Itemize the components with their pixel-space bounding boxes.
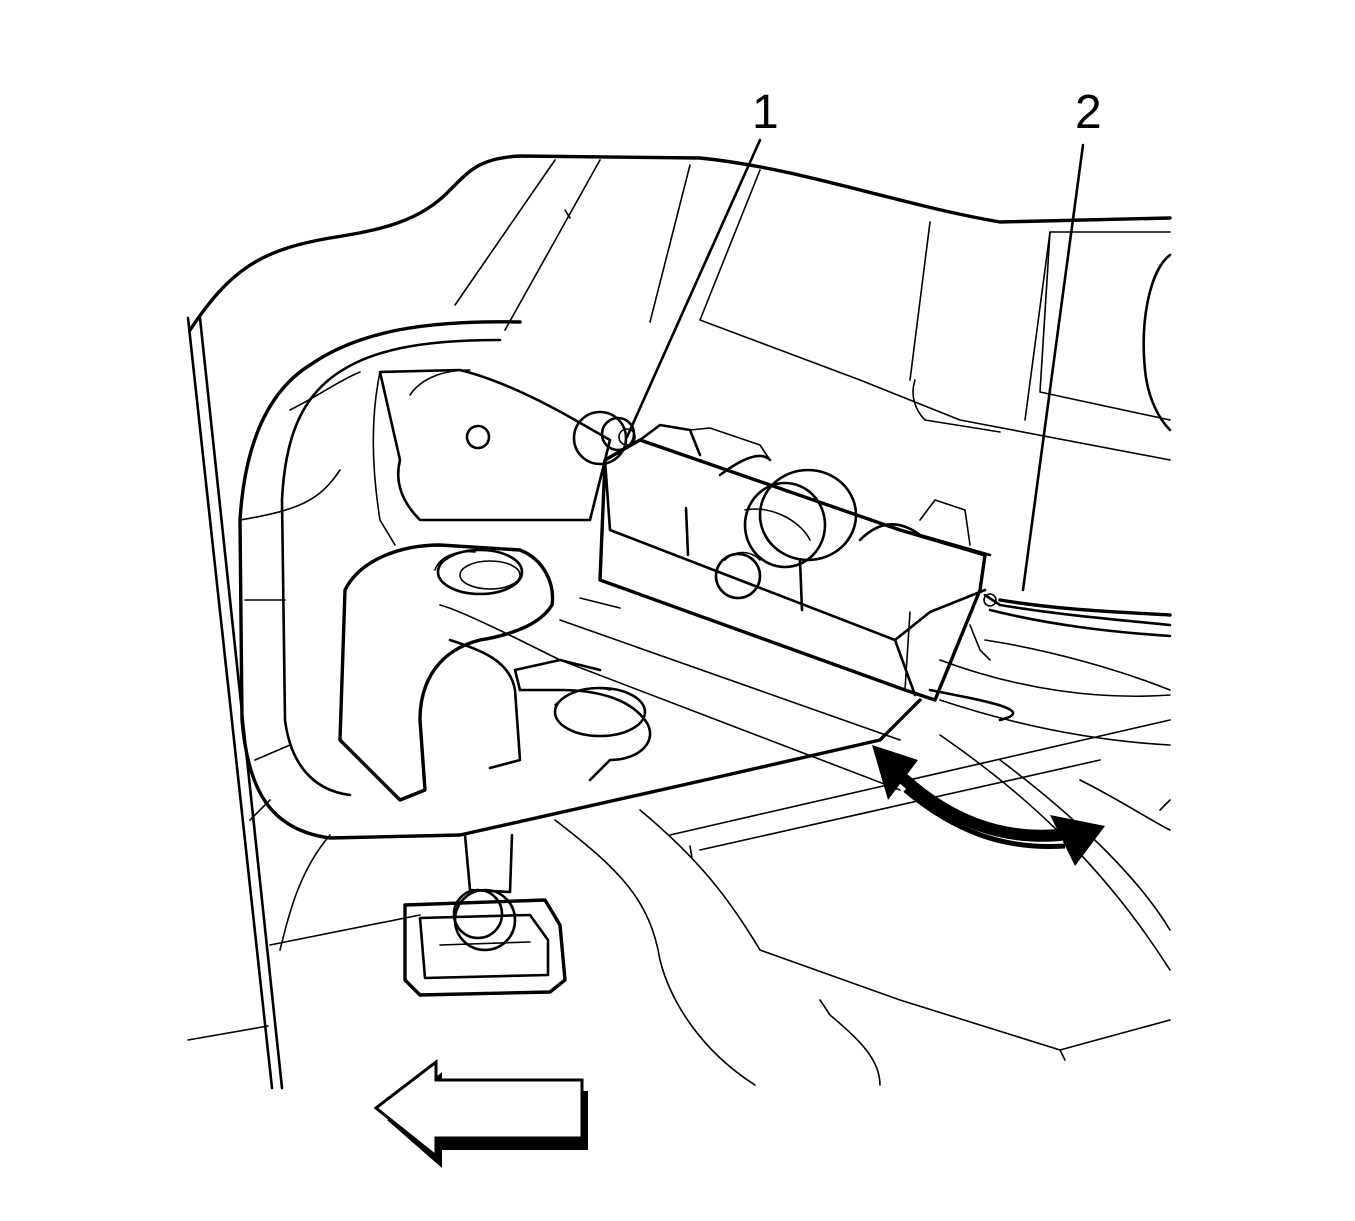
door-pillar <box>186 316 284 1090</box>
hinge-upper-plate <box>372 368 636 546</box>
hinge-strap <box>238 320 922 840</box>
floor-panel <box>269 597 1171 1086</box>
lower-bolt-housing <box>403 833 567 997</box>
arrow-left-icon <box>373 1058 588 1168</box>
wiring-harness <box>983 593 1172 638</box>
hinge-roller <box>689 427 992 569</box>
callout-leaders <box>625 138 1085 592</box>
hinge-block <box>598 423 987 702</box>
curved-double-arrow-icon <box>872 745 1105 866</box>
hinge-lower-body <box>338 543 652 802</box>
body-structure <box>188 154 1172 461</box>
callout-2-label: 2 <box>1075 86 1102 139</box>
callout-1-leader <box>625 138 762 439</box>
callout-2-leader <box>1021 143 1085 592</box>
callout-1-label: 1 <box>752 86 779 139</box>
